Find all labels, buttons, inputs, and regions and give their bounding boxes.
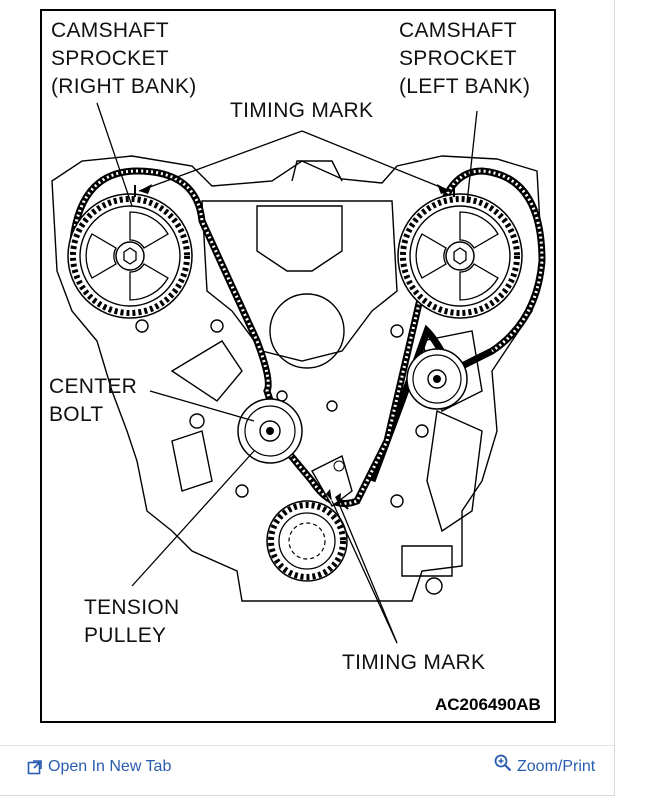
figure-code: AC206490AB [435,695,541,714]
image-card: CAMSHAFT SPROCKET (RIGHT BANK) CAMSHAFT … [0,0,615,796]
camshaft-sprocket-left [397,193,523,319]
crankshaft-sprocket [266,500,348,582]
auto-tensioner [311,454,353,508]
zoom-print-label: Zoom/Print [517,758,596,775]
diagram-frame: CAMSHAFT SPROCKET (RIGHT BANK) CAMSHAFT … [40,9,556,723]
label-timing-mark-bottom: TIMING MARK [342,651,486,674]
label-camshaft-sprocket-left: CAMSHAFT SPROCKET (LEFT BANK) [399,19,531,98]
engine-drawing [51,102,546,644]
camshaft-sprocket-right [67,193,193,319]
zoom-icon [494,754,512,772]
label-timing-mark-top: TIMING MARK [230,99,374,122]
engine-outline [51,155,543,602]
idler-pulley [406,348,468,410]
open-in-new-tab-label: Open In New Tab [48,758,172,775]
open-in-new-tab-icon [27,760,42,775]
tension-pulley [237,398,303,464]
label-tension-pulley: TENSION PULLEY [84,596,180,647]
label-camshaft-sprocket-right: CAMSHAFT SPROCKET (RIGHT BANK) [51,19,197,98]
image-footer: Open In New Tab Zoom/Print [0,745,614,786]
zoom-print-link[interactable]: Zoom/Print [494,754,595,775]
open-in-new-tab-link[interactable]: Open In New Tab [27,758,171,776]
label-center-bolt: CENTER BOLT [49,375,138,426]
